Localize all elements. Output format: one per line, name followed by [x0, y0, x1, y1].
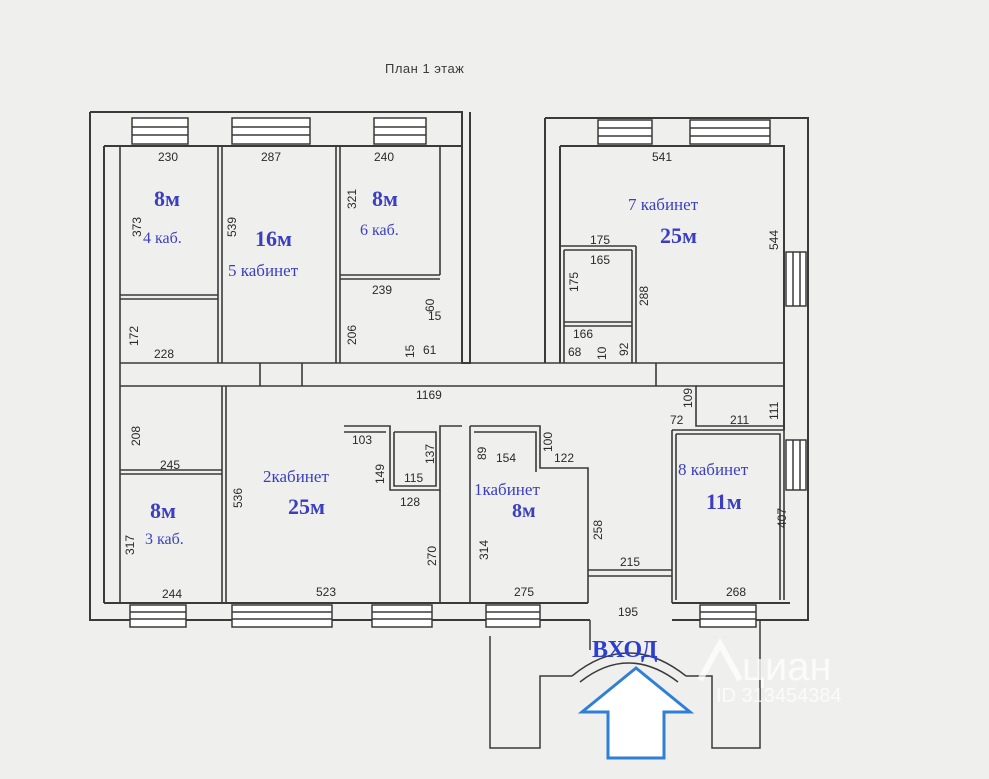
dim-label: 208: [129, 426, 143, 446]
room-name-5: 5 кабинет: [228, 261, 299, 280]
dim-label: 270: [425, 546, 439, 566]
dim-label: 72: [670, 413, 684, 427]
dim-label: 89: [475, 446, 489, 460]
interior-walls: [119, 146, 785, 603]
room-name-4: 4 каб.: [143, 230, 182, 247]
dim-label: 175: [567, 272, 581, 292]
cian-logo-icon: [697, 637, 743, 682]
dim-label: 15: [403, 344, 417, 358]
dim-label: 258: [591, 520, 605, 540]
dim-label: 541: [652, 150, 672, 164]
dim-label: 172: [127, 326, 141, 346]
room-name-8: 8 кабинет: [678, 460, 749, 479]
room-area-6: 8м: [372, 186, 398, 211]
watermark-brand: циан: [742, 645, 832, 689]
room-name-1: 1кабинет: [474, 480, 540, 499]
dim-label: 109: [681, 388, 695, 408]
dim-label: 149: [373, 464, 387, 484]
dim-label: 111: [767, 401, 781, 420]
dim-label: 92: [617, 342, 631, 356]
room-area-8: 11м: [706, 489, 742, 514]
room-area-1: 8м: [512, 500, 536, 522]
room-area-3: 8м: [150, 498, 176, 523]
room-area-7: 25м: [660, 223, 697, 248]
dim-label: 314: [477, 540, 491, 560]
room-name-3: 3 каб.: [145, 531, 184, 548]
dim-label: 165: [590, 253, 610, 267]
dim-label: 539: [225, 217, 239, 237]
room-area-4: 8м: [154, 186, 180, 211]
dim-label: 373: [130, 217, 144, 237]
dim-label: 287: [261, 150, 281, 164]
dim-label: 317: [123, 535, 137, 555]
dim-label: 275: [514, 585, 534, 599]
dim-label: 103: [352, 433, 372, 447]
dim-label: 128: [400, 495, 420, 509]
room-name-7: 7 кабинет: [628, 195, 699, 214]
dim-label: 228: [154, 347, 174, 361]
dim-label: 407: [775, 508, 789, 528]
dim-label: 536: [231, 488, 245, 508]
room-area-5: 16м: [255, 226, 292, 251]
dim-label: 230: [158, 150, 178, 164]
dim-label: 211: [730, 413, 749, 427]
dim-label: 544: [767, 230, 781, 250]
plan-title: План 1 этаж: [385, 61, 464, 76]
dim-label: 288: [637, 286, 651, 306]
room-area-2: 25м: [288, 494, 325, 519]
dimension-labels: 230 287 240 541 373 539 321 544 175 165 …: [123, 150, 789, 619]
watermark-id: ID 313454384: [716, 685, 842, 707]
dim-label: 137: [423, 444, 437, 464]
room-name-6: 6 каб.: [360, 222, 399, 239]
dim-label: 245: [160, 458, 180, 472]
dim-label: 268: [726, 585, 746, 599]
dim-label: 154: [496, 451, 516, 465]
entrance-arrow-icon: [577, 666, 695, 760]
entrance-porch: [489, 620, 761, 749]
room-name-2: 2кабинет: [263, 467, 329, 486]
dim-label: 239: [372, 283, 392, 297]
entrance-label: ВХОД: [592, 637, 658, 663]
windows: [129, 117, 807, 628]
dim-label: 68: [568, 345, 582, 359]
dim-label: 10: [595, 346, 609, 360]
room-labels: 8м 4 каб. 16м 5 кабинет 8м 6 каб. 7 каби…: [143, 186, 749, 548]
dim-label: 122: [554, 451, 574, 465]
dim-label: 61: [423, 343, 437, 357]
dim-label: 240: [374, 150, 394, 164]
dim-label: 60: [423, 298, 437, 312]
dim-label: 523: [316, 585, 336, 599]
dim-label: 166: [573, 327, 593, 341]
dim-label: 321: [345, 189, 359, 209]
dim-label: 1169: [416, 388, 442, 402]
dim-label: 195: [618, 605, 638, 619]
dim-label: 215: [620, 555, 640, 569]
dim-label: 100: [541, 432, 555, 452]
watermark: циан ID 313454384: [697, 637, 842, 707]
dim-label: 115: [404, 471, 423, 485]
dim-label: 175: [590, 233, 610, 247]
dim-label: 15: [428, 309, 442, 323]
dim-label: 206: [345, 325, 359, 345]
dim-label: 244: [162, 587, 182, 601]
